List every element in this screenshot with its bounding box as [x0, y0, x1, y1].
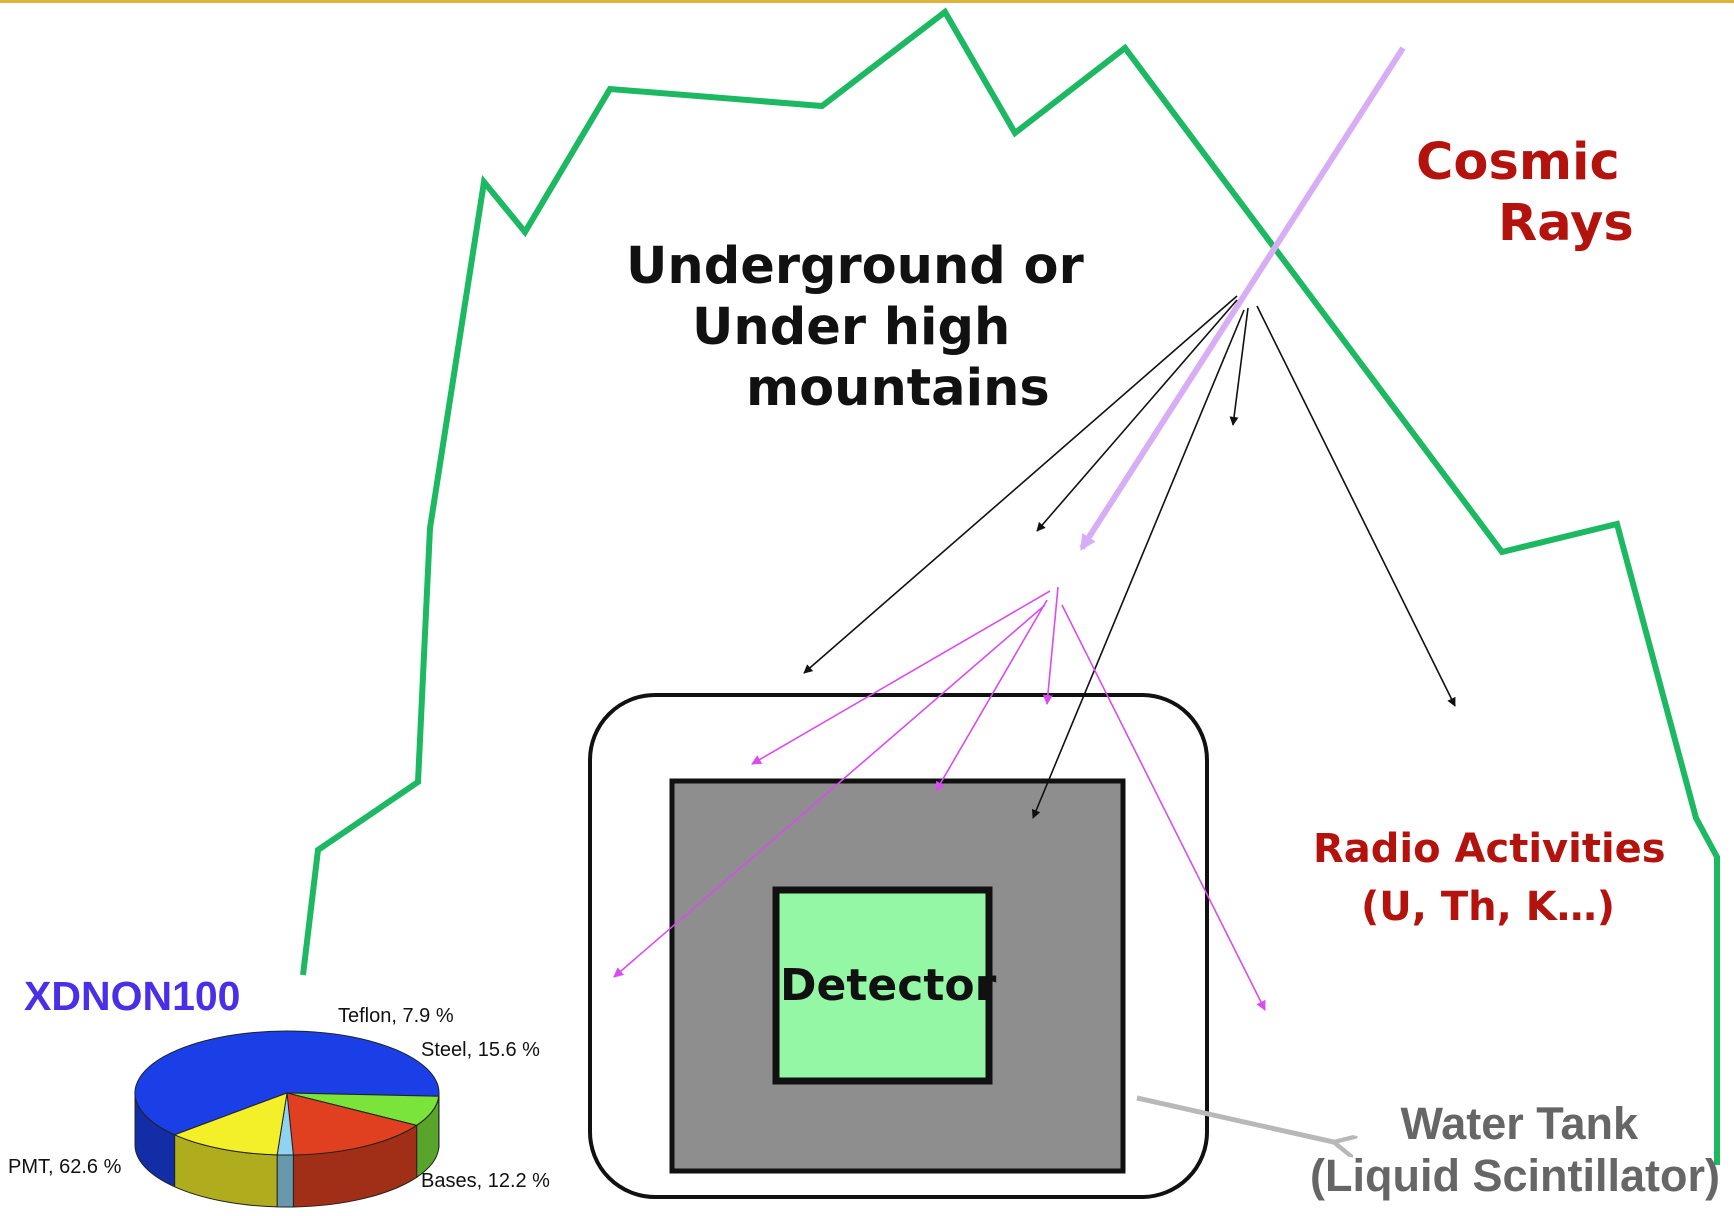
muon-arrow-1 [803, 295, 1238, 674]
pie-title: XDNON100 [24, 973, 241, 1019]
cosmic-ray-track [1079, 46, 1406, 551]
pie-label-steel: Steel, 15.6 % [421, 1039, 540, 1061]
pie-side-other [276, 1154, 294, 1208]
pie-label-pmt: PMT, 62.6 % [8, 1156, 122, 1178]
muon-arrow-3 [1229, 307, 1249, 426]
secondary-particle-arrows [613, 586, 1266, 1011]
pie-slice-bases [173, 1092, 288, 1156]
pie-chart [134, 1030, 440, 1208]
water-tank-label: Water Tank (Liquid Scintillator) [1300, 1098, 1720, 1202]
cosmic-label-line2: Rays [1498, 194, 1634, 254]
water-tank-line1: Water Tank [1400, 1098, 1638, 1149]
muon-arrow-5 [1256, 305, 1456, 707]
radio-label-line1: Radio Activities [1313, 826, 1666, 872]
water-tank-line2: (Liquid Scintillator) [1310, 1149, 1720, 1201]
mountain-outline [300, 7, 1720, 1165]
mountain-label-line1: Underground or [626, 237, 1084, 296]
pie-top [134, 1030, 440, 1156]
muon-shower-arrows [803, 295, 1456, 819]
pie-label-bases: Bases, 12.2 % [421, 1170, 550, 1192]
radio-label-line2: (U, Th, K…) [1360, 884, 1616, 930]
secondary-arrow-5 [1061, 604, 1266, 1011]
mountain-label-line3: mountains [746, 359, 1050, 419]
mountain-label-line2: Under high [692, 298, 1011, 358]
pie-slice-pmt [134, 1030, 440, 1136]
water-tank-pointer [1136, 1095, 1338, 1143]
secondary-arrow-1 [751, 590, 1051, 765]
top-border [0, 0, 1734, 3]
cosmic-label-line1: Cosmic [1416, 133, 1620, 192]
detector-box [772, 886, 993, 1085]
secondary-arrow-4 [1042, 586, 1059, 705]
secondary-arrow-3 [935, 599, 1048, 792]
secondary-arrow-2 [613, 604, 1046, 978]
pie-label-teflon: Teflon, 7.9 % [338, 1005, 454, 1027]
pie-slice-steel [286, 1092, 418, 1156]
muon-arrow-2 [1036, 299, 1238, 532]
detector-label: Detector [780, 960, 997, 1011]
cosmic-rays-label: Cosmic Rays [1416, 132, 1634, 254]
radio-activities-label: Radio Activities (U, Th, K…) [1313, 820, 1666, 936]
muon-arrow-4 [1031, 309, 1245, 819]
mountain-label: Underground or Under high mountains [626, 236, 1084, 420]
